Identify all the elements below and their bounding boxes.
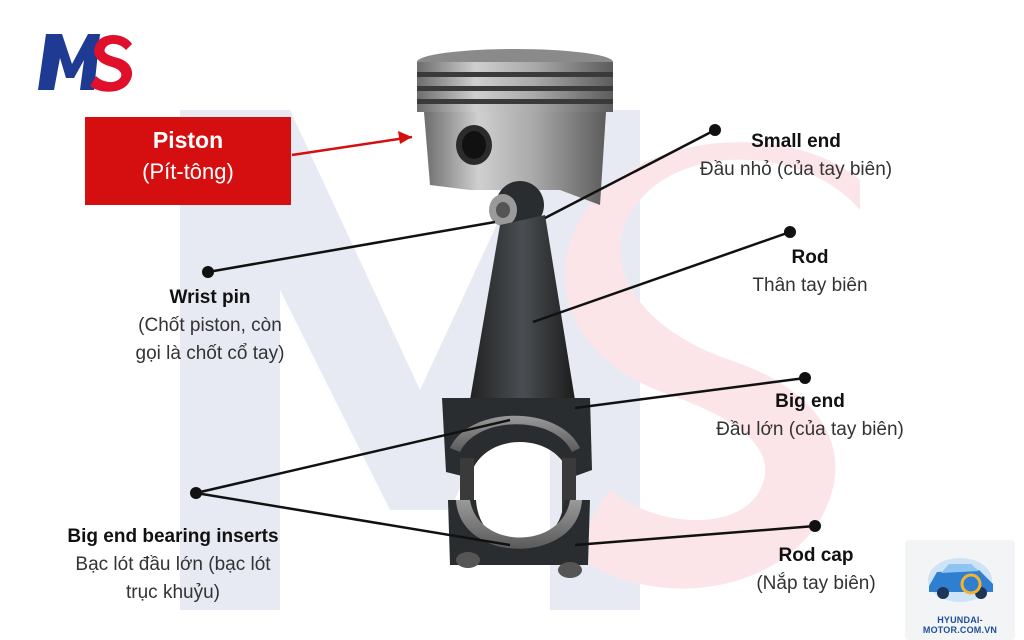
brand-site-text: HYUNDAI-MOTOR.COM.VN [922, 615, 998, 635]
label-small-end: Small end Đầu nhỏ (của tay biên) [656, 128, 936, 184]
big-end-sub: Đầu lớn (của tay biên) [716, 419, 904, 440]
rod-sub: Thân tay biên [752, 275, 868, 296]
rod-cap-sub: (Nắp tay biên) [756, 573, 876, 594]
rod-cap [448, 500, 590, 578]
brand-badge [905, 540, 1015, 640]
piston-arrow-head [398, 131, 412, 144]
leader-dots [190, 124, 821, 532]
rod-title: Rod [791, 247, 829, 268]
bearing-title: Big end bearing inserts [67, 526, 279, 547]
piston [417, 49, 613, 205]
big-end [442, 398, 592, 478]
small-end-sub: Đầu nhỏ (của tay biên) [699, 159, 893, 180]
label-wrist-pin: Wrist pin (Chốt piston, còn gọi là chốt … [80, 284, 340, 368]
label-rod-cap: Rod cap (Nắp tay biên) [700, 542, 932, 598]
wrist-pin-sub1: (Chốt piston, còn [138, 315, 282, 336]
rod-shank [470, 215, 575, 400]
small-end [489, 181, 544, 229]
piston-label-box: Piston (Pít-tông) [85, 117, 291, 205]
label-rod: Rod Thân tay biên [700, 244, 920, 300]
bearing-sub1: Bạc lót đầu lớn (bạc lót [75, 554, 271, 575]
car-icon [928, 558, 993, 602]
leader-lines [195, 128, 816, 547]
piston-subtitle: (Pít-tông) [142, 159, 234, 184]
label-bearing-inserts: Big end bearing inserts Bạc lót đầu lớn … [20, 523, 326, 607]
label-big-end: Big end Đầu lớn (của tay biên) [680, 388, 940, 444]
wrist-pin-title: Wrist pin [169, 287, 251, 308]
bearing-sub2: trục khuỷu) [126, 582, 220, 603]
rod-cap-title: Rod cap [778, 545, 854, 566]
ms-logo [38, 34, 133, 92]
piston-title: Piston [152, 127, 224, 153]
big-end-title: Big end [775, 391, 845, 412]
small-end-title: Small end [751, 131, 841, 152]
wrist-pin-sub2: gọi là chốt cổ tay) [135, 343, 285, 364]
